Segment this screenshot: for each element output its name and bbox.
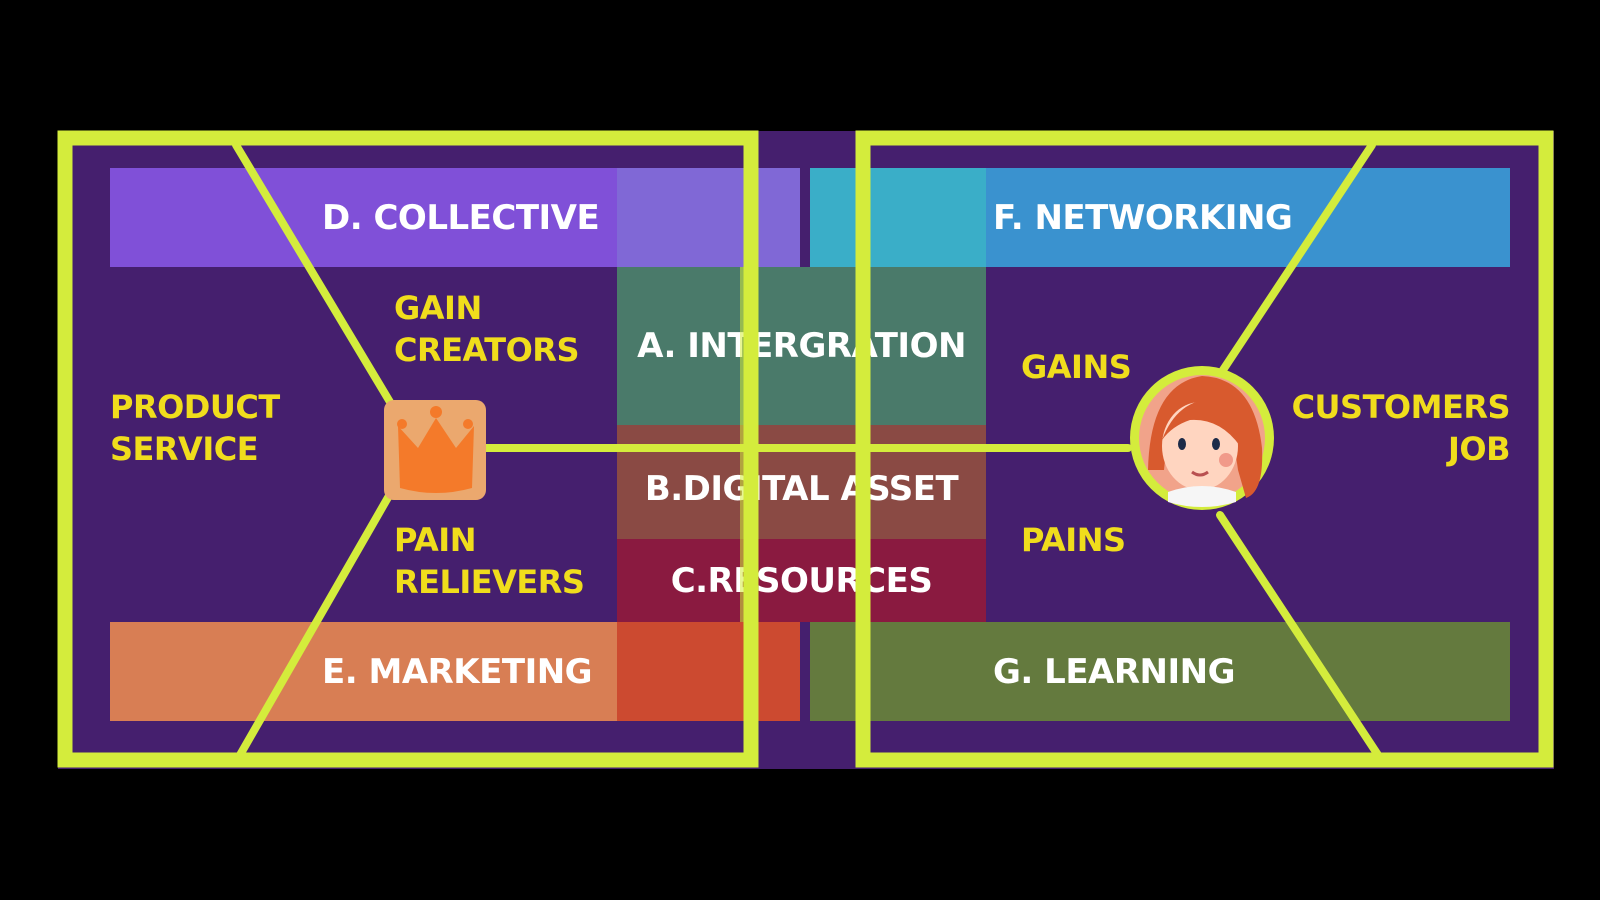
band-collective-overlap <box>617 168 800 267</box>
band-resources-label: C.RESOURCES <box>670 560 933 601</box>
band-digital-asset: B.DIGITAL ASSET <box>617 425 986 539</box>
band-learning: G. LEARNING <box>810 622 1510 721</box>
band-integration: A. INTERGRATION <box>617 267 986 425</box>
label-pains: PAINS <box>1021 521 1126 559</box>
band-resources: C.RESOURCES <box>617 539 986 622</box>
band-networking-overlap <box>810 168 986 267</box>
band-digital-asset-label: B.DIGITAL ASSET <box>644 469 959 509</box>
label-gain-creators: GAIN CREATORS <box>394 289 579 369</box>
label-customers-job: CUSTOMERS JOB <box>1291 388 1511 468</box>
band-learning-label: G. LEARNING <box>993 651 1236 692</box>
band-marketing-overlap <box>617 622 800 721</box>
band-marketing-label: E. MARKETING <box>322 651 593 692</box>
band-networking-label: F. NETWORKING <box>993 197 1293 238</box>
label-product-service: PRODUCT SERVICE <box>110 388 280 468</box>
band-integration-label: A. INTERGRATION <box>637 326 966 366</box>
label-pain-relievers: PAIN RELIEVERS <box>394 521 585 601</box>
label-gains: GAINS <box>1021 348 1132 386</box>
band-collective-label: D. COLLECTIVE <box>322 197 600 238</box>
